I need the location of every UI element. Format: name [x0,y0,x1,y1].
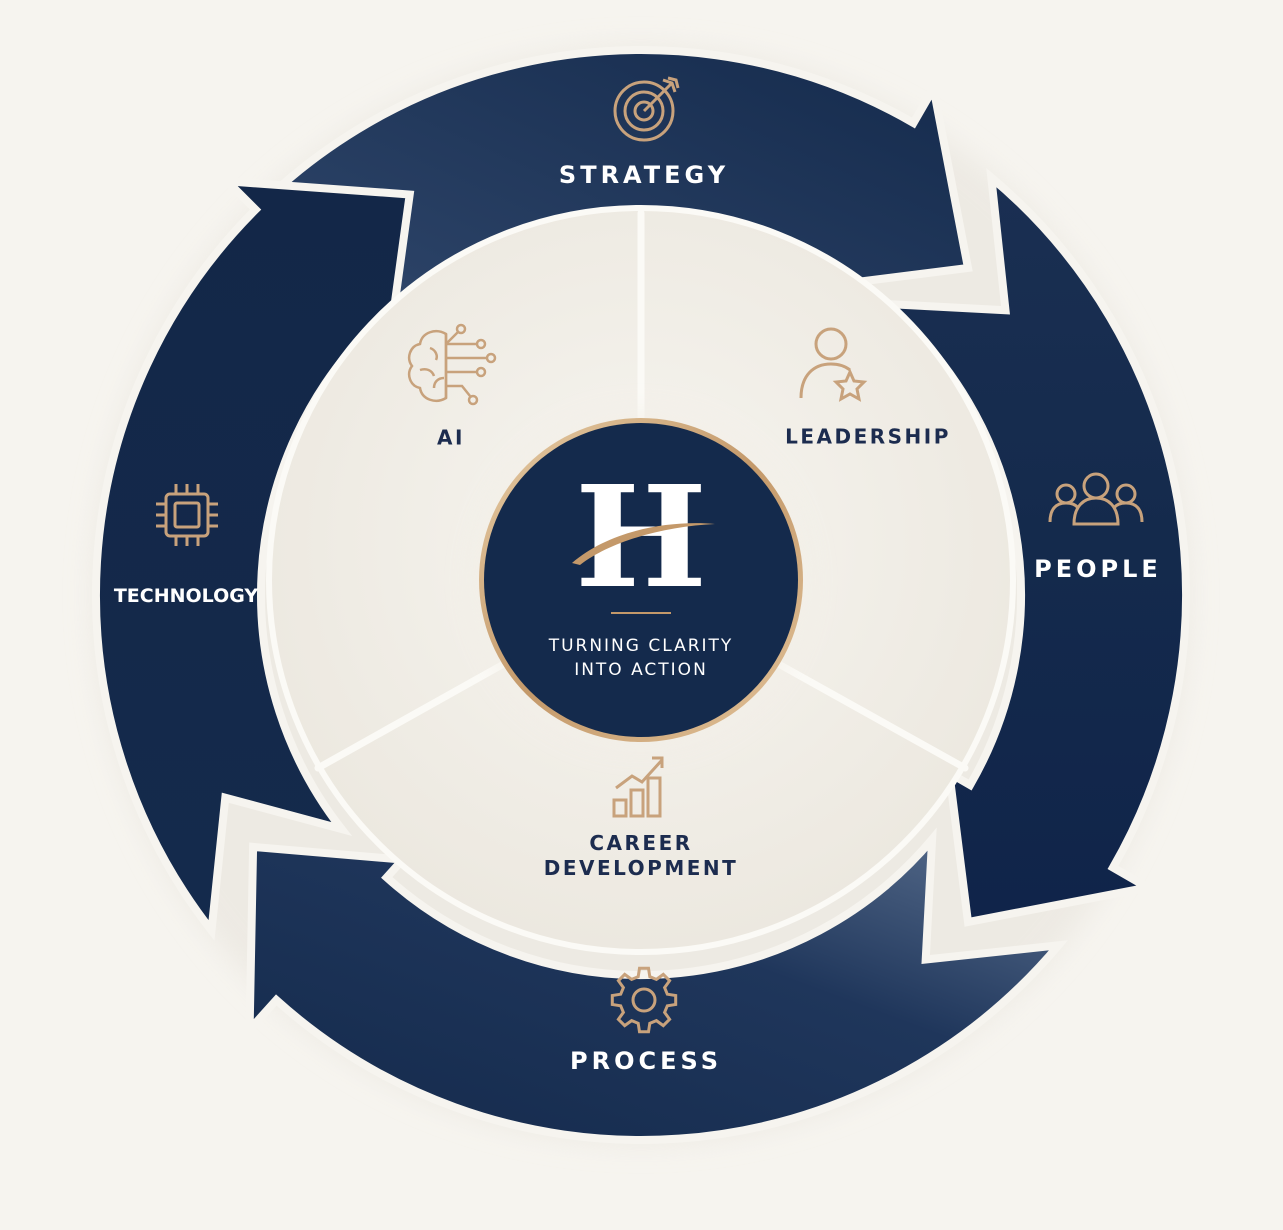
outer-cycle-ring [91,46,1191,1144]
ai-label-text: AI [437,425,465,450]
people-label: PEOPLE [1034,555,1162,583]
logo-swoosh [572,523,715,565]
brand-logo: H [572,456,715,620]
growth-chart-icon [612,756,664,818]
center-disc [484,423,798,737]
technology-label: TECHNOLOGY [113,585,259,607]
target-icon [613,76,680,142]
career-development-label: CAREER DEVELOPMENT [544,831,739,881]
tagline-line-1: TURNING CLARITY [548,636,734,656]
chip-icon [156,484,218,546]
process-arrow [245,827,1068,1144]
logo-letter: H [575,456,707,620]
brain-circuit-icon [408,323,497,406]
tagline-line-2: INTO ACTION [574,660,708,680]
gear-icon [610,966,678,1034]
career-label-line-1: CAREER [589,831,693,855]
process-label: PROCESS [570,1047,722,1075]
career-label-line-2: DEVELOPMENT [543,856,739,880]
people-group-icon [1048,472,1144,526]
person-star-icon [799,327,868,402]
leadership-label: LEADERSHIP [785,425,951,450]
ai-label: AI [437,426,465,451]
leadership-label-text: LEADERSHIP [785,424,951,449]
strategy-label: STRATEGY [558,161,730,189]
tagline: TURNING CLARITY INTO ACTION [549,634,734,682]
